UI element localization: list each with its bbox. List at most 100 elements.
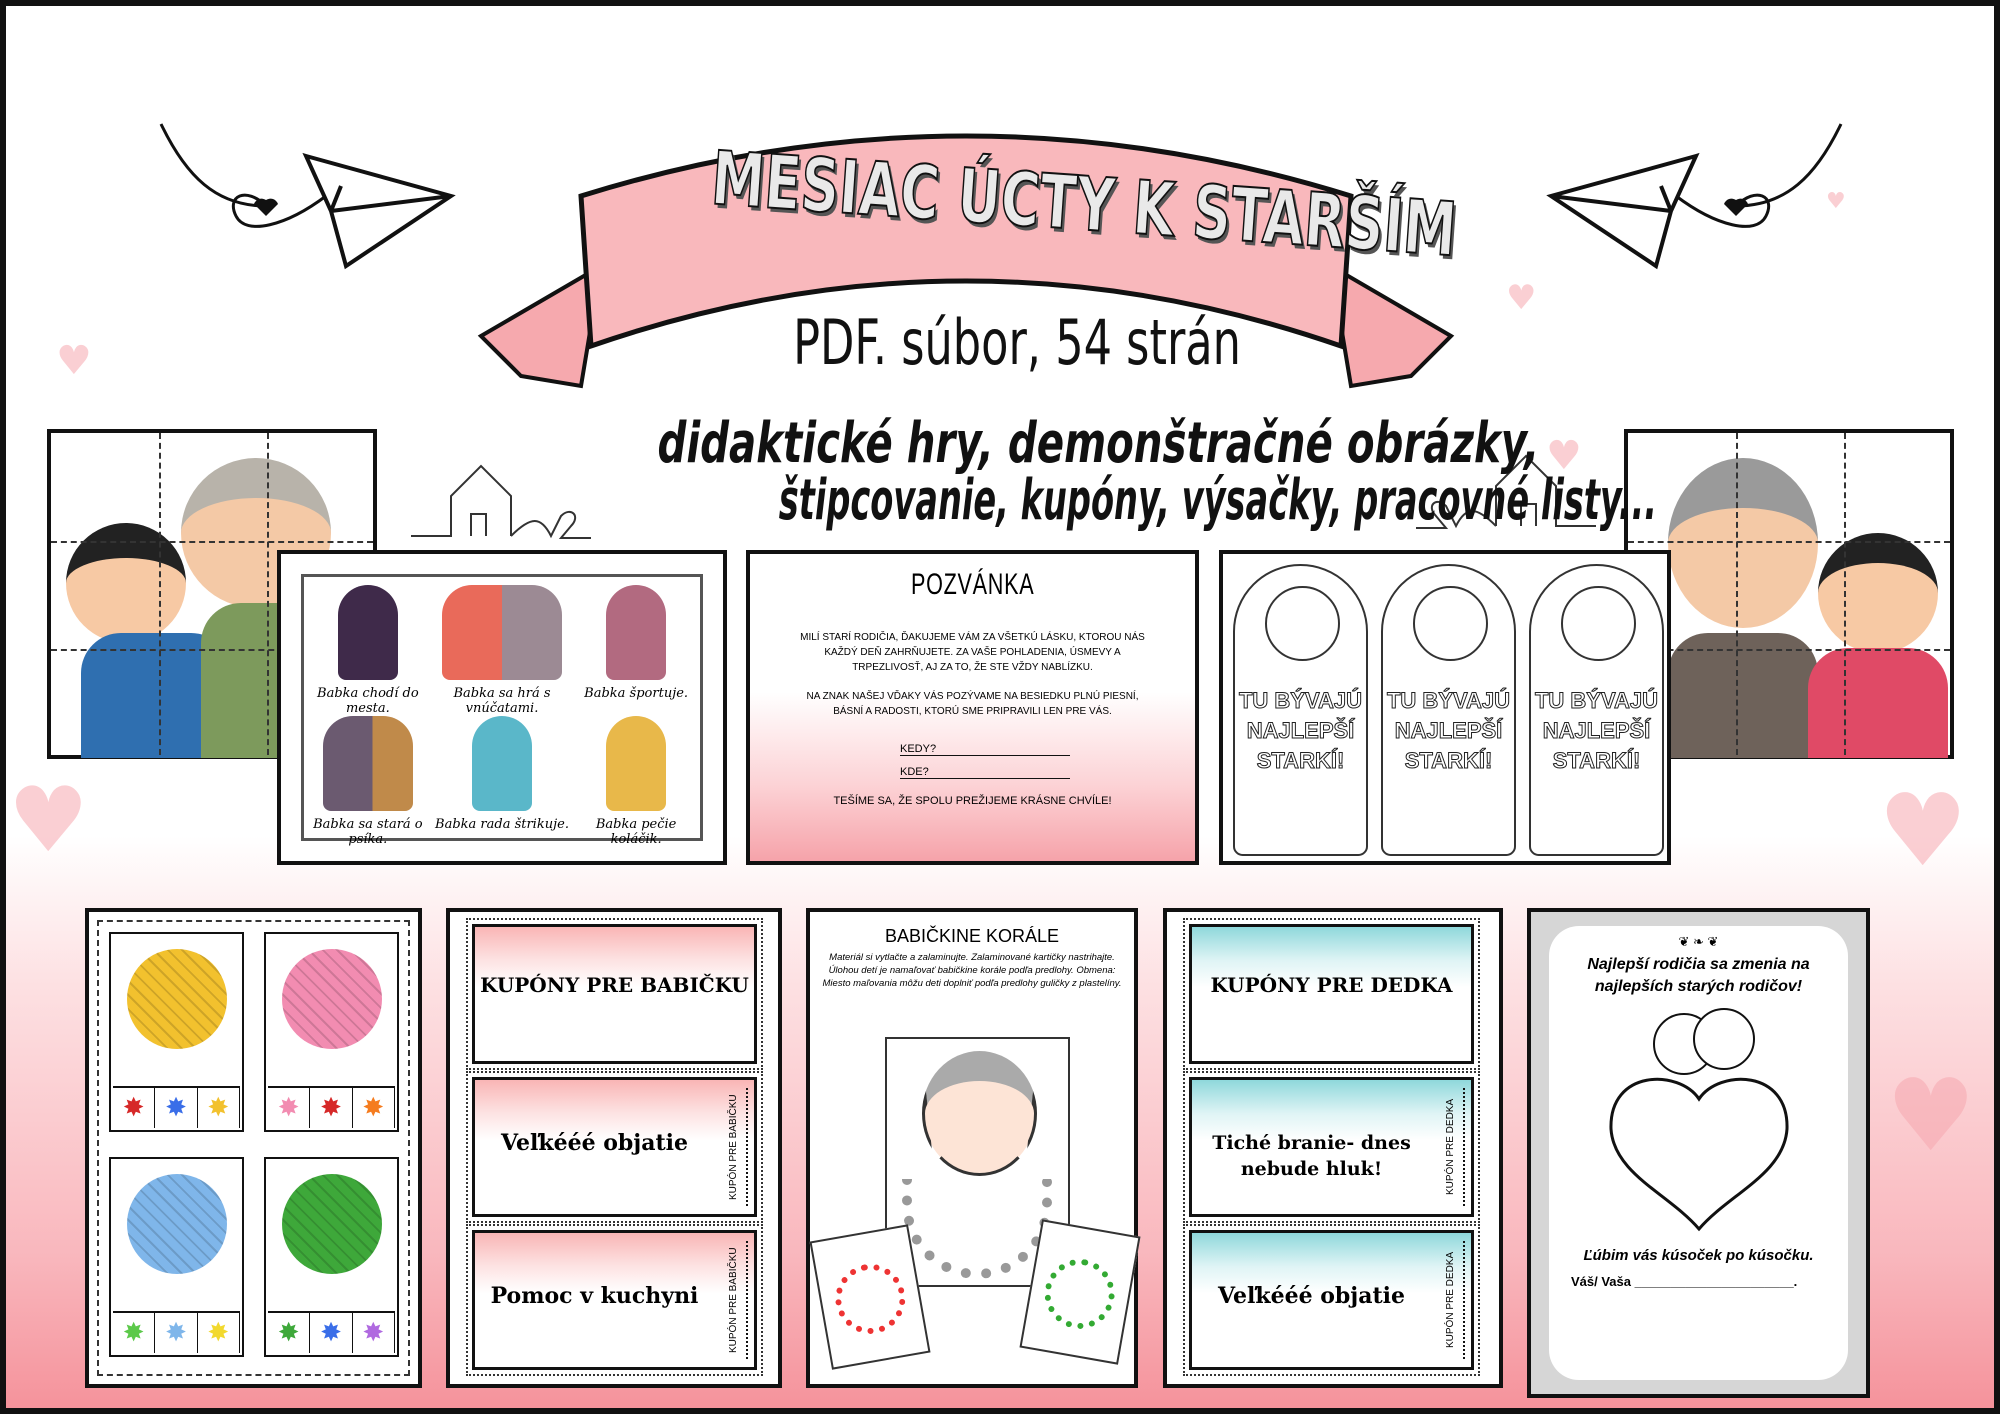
when-field: KEDY? [900,743,1070,756]
heart-decoration: ♥ [1506,278,1537,318]
beads-instructions: Materiál si vytlačte a zalaminujte. Zala… [822,952,1122,989]
heart-decoration: ♥ [1878,772,1968,889]
grandma-body [1668,633,1818,758]
color-splat-icon: ✸ [268,1088,311,1128]
yarn-card: ✸✸✸ [109,1157,244,1357]
description-line-1: didaktické hry, demonštračné obrázky, [486,411,1539,476]
heart-decoration: ♥ [1826,189,1846,214]
house-doodle-icon [1416,454,1596,529]
girl-face [1818,533,1938,653]
color-splat-icon: ✸ [310,1313,353,1353]
coupon-cover: KUPÓNY PRE BABIČKU [466,918,763,1070]
door-hanger: TU BÝVAJÚ NAJLEPŠÍ STARKÍ! [1233,564,1368,856]
color-splat-icon: ✸ [310,1088,353,1128]
invitation-paragraph: Milí starí rodičia, ďakujeme vám za všet… [800,632,1145,673]
picture-caption: Babka pečie koláčik. [595,817,677,847]
door-hangers-preview: TU BÝVAJÚ NAJLEPŠÍ STARKÍ! TU BÝVAJÚ NAJ… [1219,550,1671,865]
yarn-ball-icon [281,949,382,1049]
coupons-grandpa-preview: KUPÓNY PRE DEDKA Tiché branie- dnes nebu… [1163,908,1503,1388]
picture-cards-preview: Babka chodí do mesta. Babka sa hrá s vnú… [277,550,727,865]
door-hanger-text: TU BÝVAJÚ NAJLEPŠÍ STARKÍ! [1386,688,1511,774]
coupon-text: Veľkééé objatie [1217,1283,1406,1309]
yarn-matching-preview: ✸✸✸✸✸✸✸✸✸✸✸✸ [85,908,422,1388]
yarn-card: ✸✸✸ [264,932,399,1132]
heart-decoration: ♥ [1886,1057,1976,1174]
invitation-closing: Tešíme sa, že spolu prežijeme krásne chv… [833,795,1112,807]
coupon-side-label: KUPÓN PRE DEDKA [1445,1088,1465,1206]
coupon-side-label: KUPÓN PRE BABIČKU [728,1088,748,1206]
color-splat-icon: ✸ [113,1313,156,1353]
color-splat-icon: ✸ [198,1313,240,1353]
door-hanger: TU BÝVAJÚ NAJLEPŠÍ STARKÍ! [1529,564,1664,856]
coupon-card: Pomoc v kuchyni KUPÓN PRE BABIČKU [466,1224,763,1376]
grandma-beads-preview: BABIČKINE KORÁLE Materiál si vytlačte a … [806,908,1141,1388]
yarn-card: ✸✸✸ [109,932,244,1132]
color-splat-icon: ✸ [268,1313,311,1353]
picture-caption: Babka sa stará o psíka. [313,817,423,847]
coupon-text: Veľkééé objatie [500,1130,689,1156]
coupon-side-label: KUPÓN PRE BABIČKU [728,1241,748,1359]
picture-card: Babka pečie koláčik. [580,716,692,847]
description-text: štipcovanie, kupóny, výsačky, pracovné l… [778,468,1658,533]
picture-caption: Babka sa hrá s vnúčatami. [453,686,551,716]
door-hanger: TU BÝVAJÚ NAJLEPŠÍ STARKÍ! [1381,564,1516,856]
color-splat-icon: ✸ [353,1313,395,1353]
picture-card: Babka rada štrikuje. [424,716,580,847]
invitation-paragraph: Na znak našej vďaky vás pozývame na besi… [806,691,1139,717]
door-hanger-text: TU BÝVAJÚ NAJLEPŠÍ STARKÍ! [1534,688,1659,774]
picture-caption: Babka rada štrikuje. [435,817,569,832]
color-splat-icon: ✸ [113,1088,156,1128]
description-line-2: štipcovanie, kupóny, výsačky, pracovné l… [486,468,1657,533]
color-splat-icon: ✸ [155,1313,198,1353]
format-label: PDF. súbor, 54 strán [706,306,1306,379]
coupon-text: Tiché branie- dnes nebude hluk! [1212,1132,1411,1180]
puzzle-grandma-card [1624,429,1954,759]
color-splat-icon: ✸ [155,1088,198,1128]
heart-decoration: ♥ [56,338,92,384]
title-banner [477,133,1455,389]
picture-card: Babka chodí do mesta. [312,585,424,716]
coupon-title: KUPÓNY PRE BABIČKU [480,973,749,997]
picture-caption: Babka chodí do mesta. [317,686,419,716]
coloring-caption: Ľúbim vás kúsoček po kúsočku. [1583,1247,1814,1264]
picture-card: Babka sa hrá s vnúčatami. [424,585,580,716]
coloring-page-inner: ❦ ❧ ❦ Najlepší rodičia sa zmenia na najl… [1549,926,1848,1380]
heart-decoration: ♥ [1546,433,1582,479]
heart-decoration: ♥ [8,768,89,873]
yarn-ball-icon [126,1174,227,1274]
paper-plane-left-icon [159,123,456,270]
picture-caption: Babka športuje. [584,686,689,701]
door-hanger-text: TU BÝVAJÚ NAJLEPŠÍ STARKÍ! [1238,688,1363,774]
girl-body [1808,648,1948,758]
leaf-ornament-icon: ❦ ❧ ❦ [1678,934,1719,949]
promo-canvas: ♥ ♥ ♥ ♥ ♥ ♥ ♥ MESIAC ÚCTY K STARŠÍM PDF.… [6,6,1994,1408]
coupon-card: Tiché branie- dnes nebude hluk! KUPÓN PRE… [1183,1071,1480,1223]
description-text: didaktické hry, demonštračné obrázky, [657,411,1540,476]
signature-line: Váš/ Vaša ______________________. [1571,1274,1798,1289]
color-splat-icon: ✸ [353,1088,395,1128]
invitation-title-text: POZVÁNKA [910,568,1035,601]
invitation-preview: POZVÁNKA Milí starí rodičia, ďakujeme vá… [746,550,1199,865]
invitation-title: POZVÁNKA [750,568,1195,602]
beads-title: BABIČKINE KORÁLE [884,926,1060,946]
yarn-card: ✸✸✸ [264,1157,399,1357]
coupon-cover: KUPÓNY PRE DEDKA [1183,918,1480,1070]
coupon-card: Veľkééé objatie KUPÓN PRE BABIČKU [466,1071,763,1223]
coupon-title: KUPÓNY PRE DEDKA [1210,973,1453,997]
house-doodle-icon [411,464,591,539]
coupon-text: Pomoc v kuchyni [490,1283,699,1309]
paper-plane-right-icon [1546,123,1843,270]
where-field: KDE? [900,766,1070,779]
heart-outline-icon [1608,1008,1789,1232]
coloring-page-preview: ❦ ❧ ❦ Najlepší rodičia sa zmenia na najl… [1527,908,1870,1398]
picture-card: Babka športuje. [580,585,692,716]
yarn-ball-icon [126,949,227,1049]
format-text: PDF. súbor, 54 strán [793,306,1241,379]
picture-card: Babka sa stará o psíka. [312,716,424,847]
color-splat-icon: ✸ [198,1088,240,1128]
coloring-title: Najlepší rodičia sa zmenia na najlepších… [1587,956,1810,995]
bead-card-colored [1019,1219,1141,1365]
grandma-face [1668,458,1818,628]
